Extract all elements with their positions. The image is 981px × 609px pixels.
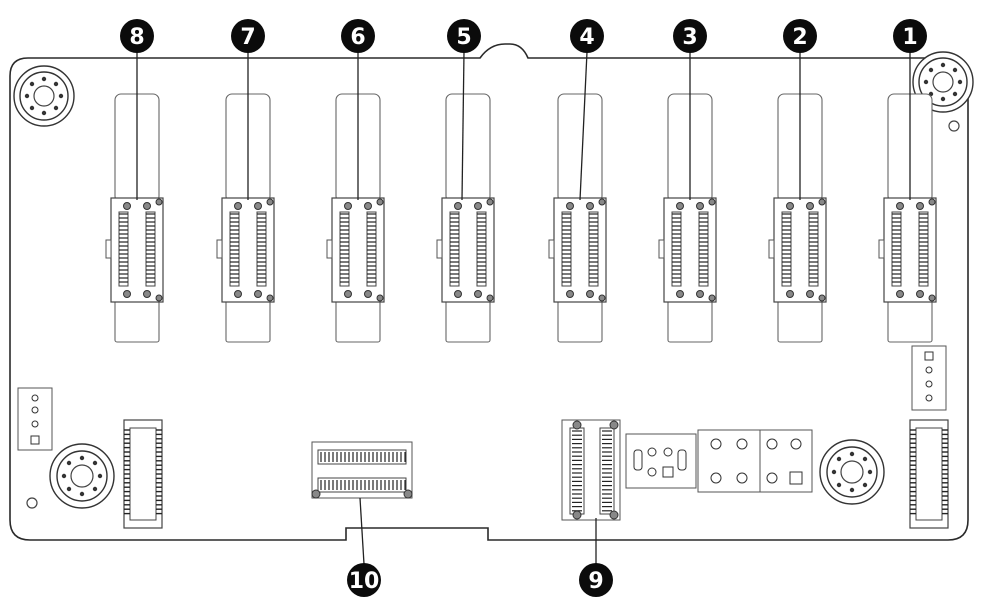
callout-1: 1 [893, 19, 927, 200]
drive-bay-1 [878, 93, 937, 343]
power-block [697, 429, 813, 493]
drive-bay-3 [658, 93, 717, 343]
callout-4-label: 4 [579, 25, 594, 50]
callout-8-label: 8 [129, 25, 144, 50]
mounting-hole-bottom-right [819, 439, 885, 505]
callout-1-label: 1 [902, 25, 917, 50]
drive-bay-4 [548, 93, 607, 343]
callout-2: 2 [783, 19, 817, 200]
callout-10-circle [347, 563, 381, 597]
small-hole-left [26, 497, 38, 509]
callout-8: 8 [120, 19, 154, 200]
drive-bay-5 [436, 93, 495, 343]
drive-bay-7 [216, 93, 275, 343]
callout-3-circle [673, 19, 707, 53]
mounting-hole-bottom-left [49, 443, 115, 509]
callout-4-circle [570, 19, 604, 53]
callout-7-circle [231, 19, 265, 53]
drive-bay-8 [105, 93, 164, 343]
power-connector-right [909, 419, 949, 529]
callout-8-circle [120, 19, 154, 53]
power-connector-left [123, 419, 163, 529]
mounting-hole-top-left [13, 65, 75, 127]
callout-5-circle [447, 19, 481, 53]
callout-1-circle [893, 19, 927, 53]
callout-10: 10 [347, 497, 381, 597]
callout-5-label: 5 [456, 25, 471, 50]
header-right [911, 345, 947, 411]
drive-bay-2 [768, 93, 827, 343]
callouts: 1 2 3 4 5 6 7 8 9 10 [120, 19, 927, 597]
connector-10 [311, 441, 413, 499]
connector-9 [561, 419, 621, 521]
callout-9-label: 9 [588, 569, 603, 594]
header-left [17, 387, 53, 451]
callout-10-label: 10 [349, 569, 380, 594]
callout-6: 6 [341, 19, 375, 200]
callout-6-circle [341, 19, 375, 53]
small-chip [625, 433, 697, 489]
callout-2-circle [783, 19, 817, 53]
drive-bay-6 [326, 93, 385, 343]
callout-6-label: 6 [350, 25, 365, 50]
callout-3: 3 [673, 19, 707, 200]
callout-2-label: 2 [792, 25, 807, 50]
callout-7: 7 [231, 19, 265, 200]
small-hole-right [948, 120, 960, 132]
callout-4: 4 [570, 19, 604, 201]
callout-9-circle [579, 563, 613, 597]
callout-9: 9 [579, 518, 613, 597]
drive-connector-bays [105, 93, 937, 343]
callout-7-label: 7 [240, 25, 255, 50]
callout-5: 5 [447, 19, 481, 201]
callout-3-label: 3 [682, 25, 697, 50]
